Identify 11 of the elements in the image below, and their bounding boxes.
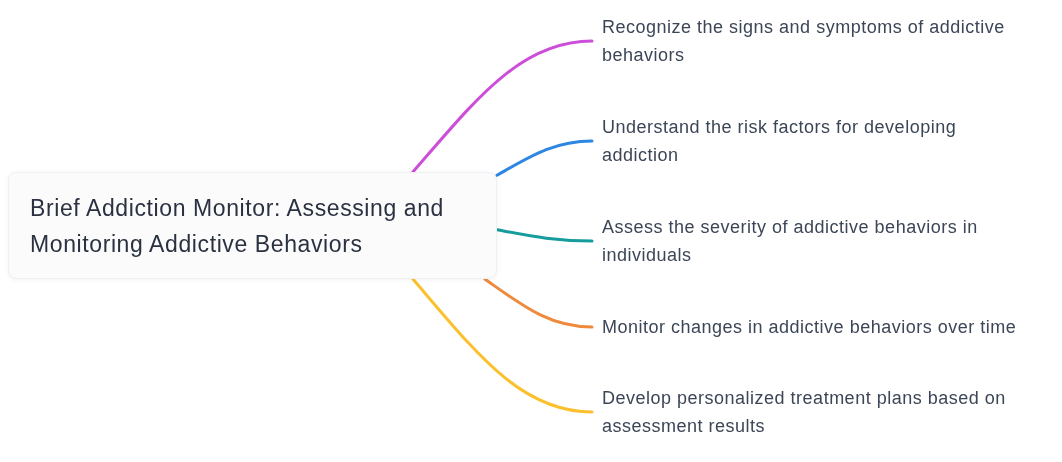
connector-line [411,39,594,174]
subtopic-text: Recognize the signs and symptoms of addictive behaviors [592,13,1027,69]
topic-box: Brief Addiction Monitor: Assessing and Monitoring Addictive Behaviors [8,172,497,279]
subtopic-text: Monitor changes in addictive behaviors over time [592,313,1027,341]
connector-line [495,228,594,243]
connector-line [411,277,594,414]
connector-line [483,277,594,329]
connector-line [495,139,594,177]
subtopic-text: Assess the severity of addictive behaviors in individuals [592,213,1027,269]
subtopic-text: Develop personalized treatment plans based on assessment results [592,384,1027,440]
subtopic-text: Understand the risk factors for developing addiction [592,113,1027,169]
